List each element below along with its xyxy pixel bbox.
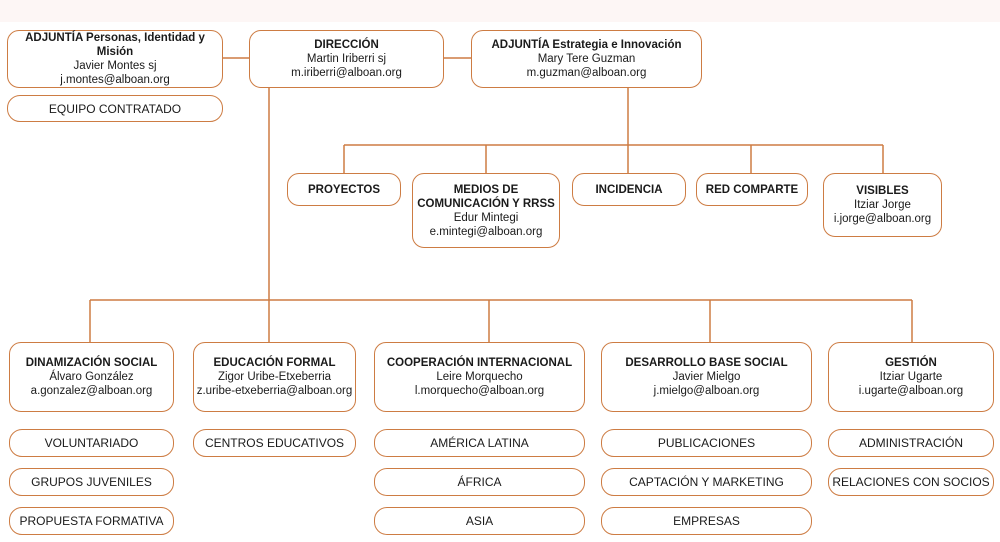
desarrollo-name: Javier Mielgo [672,371,741,383]
direccion-name: Martin Iriberri sj [306,53,387,65]
direccion-title: DIRECCIÓN [314,39,379,51]
adjuntia-personas-email: j.montes@alboan.org [60,74,170,86]
cooperacion-item: ÁFRICA [374,468,585,496]
gestion-item: RELACIONES CON SOCIOS [828,468,994,496]
adjuntia-personas-box: ADJUNTÍA Personas, Identidad y Misión Ja… [7,30,223,88]
desarrollo-item: CAPTACIÓN Y MARKETING [601,468,812,496]
red-comparte-title: RED COMPARTE [705,183,799,196]
gestion-name: Itziar Ugarte [879,371,943,383]
medios-title-line1: MEDIOS DE [453,183,519,196]
visibles-title: VISIBLES [856,185,909,197]
visibles-name: Itziar Jorge [854,199,911,211]
educacion-box: EDUCACIÓN FORMAL Zigor Uribe-Etxeberria … [193,342,356,412]
dinamizacion-box: DINAMIZACIÓN SOCIAL Álvaro González a.go… [9,342,174,412]
adjuntia-estrategia-title: ADJUNTÍA Estrategia e Innovación [491,39,682,51]
adjuntia-personas-title: ADJUNTÍA Personas, Identidad y Misión [25,32,205,58]
desarrollo-item: EMPRESAS [601,507,812,535]
cooperacion-name: Leire Morquecho [436,371,523,383]
equipo-contratado-pill: EQUIPO CONTRATADO [7,95,223,122]
cooperacion-email: l.morquecho@alboan.org [414,385,545,397]
educacion-title: EDUCACIÓN FORMAL [213,357,336,369]
dinamizacion-item: PROPUESTA FORMATIVA [9,507,174,535]
incidencia-box: INCIDENCIA [572,173,686,206]
educacion-name: Zigor Uribe-Etxeberria [217,371,332,383]
desarrollo-box: DESARROLLO BASE SOCIAL Javier Mielgo j.m… [601,342,812,412]
top-band [0,0,1000,22]
visibles-box: VISIBLES Itziar Jorge i.jorge@alboan.org [823,173,942,237]
visibles-email: i.jorge@alboan.org [833,213,932,225]
cooperacion-title: COOPERACIÓN INTERNACIONAL [386,357,573,369]
dinamizacion-title: DINAMIZACIÓN SOCIAL [25,357,158,369]
medios-name: Edur Mintegi [453,211,519,224]
educacion-email: z.uribe-etxeberria@alboan.org [196,385,353,397]
incidencia-title: INCIDENCIA [595,183,663,196]
desarrollo-item: PUBLICACIONES [601,429,812,457]
cooperacion-item: AMÉRICA LATINA [374,429,585,457]
direccion-email: m.iriberri@alboan.org [291,67,402,79]
cooperacion-item: ASIA [374,507,585,535]
educacion-item: CENTROS EDUCATIVOS [193,429,356,457]
red-comparte-box: RED COMPARTE [696,173,808,206]
dinamizacion-item: GRUPOS JUVENILES [9,468,174,496]
gestion-item: ADMINISTRACIÓN [828,429,994,457]
adjuntia-estrategia-box: ADJUNTÍA Estrategia e Innovación Mary Te… [471,30,702,88]
direccion-box: DIRECCIÓN Martin Iriberri sj m.iriberri@… [249,30,444,88]
medios-email: e.mintegi@alboan.org [429,225,543,238]
gestion-box: GESTIÓN Itziar Ugarte i.ugarte@alboan.or… [828,342,994,412]
dinamizacion-name: Álvaro González [49,371,134,383]
adjuntia-personas-name: Javier Montes sj [73,60,157,72]
dinamizacion-item: VOLUNTARIADO [9,429,174,457]
desarrollo-email: j.mielgo@alboan.org [653,385,760,397]
medios-title-line2: COMUNICACIÓN Y RRSS [417,197,555,210]
medios-box: MEDIOS DE COMUNICACIÓN Y RRSS Edur Minte… [412,173,560,248]
proyectos-title: PROYECTOS [308,183,380,196]
adjuntia-estrategia-name: Mary Tere Guzman [537,53,636,65]
gestion-email: i.ugarte@alboan.org [858,385,964,397]
desarrollo-title: DESARROLLO BASE SOCIAL [625,357,788,369]
adjuntia-estrategia-email: m.guzman@alboan.org [526,67,647,79]
cooperacion-box: COOPERACIÓN INTERNACIONAL Leire Morquech… [374,342,585,412]
gestion-title: GESTIÓN [885,357,937,369]
dinamizacion-email: a.gonzalez@alboan.org [30,385,153,397]
proyectos-box: PROYECTOS [287,173,401,206]
